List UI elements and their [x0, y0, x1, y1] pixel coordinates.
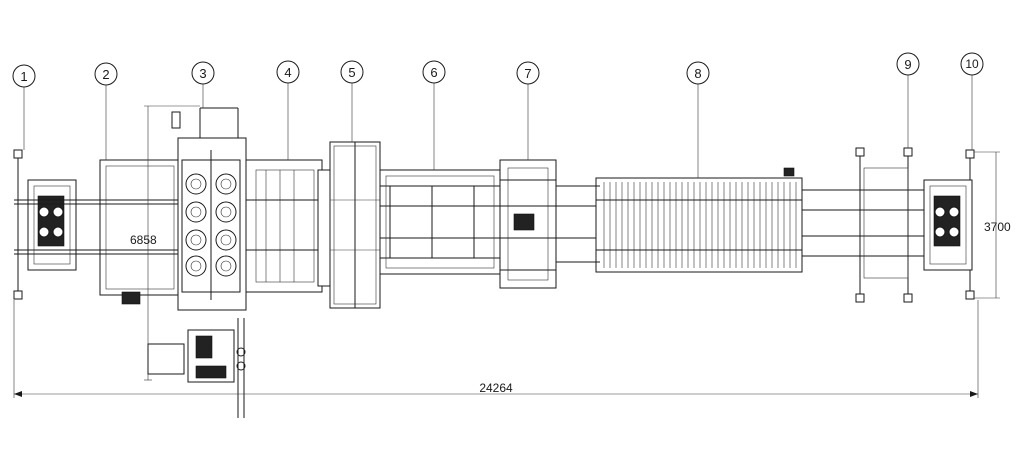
station-10-unloader [923, 149, 1000, 300]
roller-set [185, 173, 237, 277]
station-2-frame [99, 105, 200, 381]
station-6-transfer [379, 169, 501, 275]
balloon-label-7: 7 [524, 66, 531, 81]
balloon-label-5: 5 [348, 65, 355, 80]
dim-height: 6858 [130, 233, 157, 247]
balloon-9: 9 [896, 52, 920, 148]
dim-width: 3700 [984, 220, 1011, 234]
balloon-1: 1 [12, 64, 36, 150]
station-9-exit-table [802, 147, 930, 303]
station-7-gantry [499, 159, 600, 289]
station-8-conveyor [556, 167, 803, 273]
station-4-straightener [245, 159, 331, 293]
balloon-5: 5 [340, 60, 364, 142]
balloon-label-10: 10 [965, 57, 979, 71]
balloon-label-3: 3 [199, 66, 206, 81]
balloon-label-1: 1 [20, 69, 27, 84]
balloon-7: 7 [516, 61, 540, 160]
balloon-4: 4 [276, 60, 300, 160]
total-length-dimension [13, 300, 979, 398]
balloon-8: 8 [686, 61, 710, 178]
station-5-cutter [329, 141, 381, 309]
balloon-label-8: 8 [694, 66, 701, 81]
dim-total-length: 24264 [479, 381, 513, 395]
balloon-3: 3 [191, 61, 215, 108]
balloon-label-4: 4 [284, 65, 291, 80]
balloon-2: 2 [94, 62, 118, 160]
balloon-6: 6 [422, 60, 446, 170]
balloon-10: 10 [960, 52, 984, 150]
station-balloons: 1 2 3 4 5 6 7 [12, 52, 984, 178]
balloon-label-6: 6 [430, 65, 437, 80]
balloon-label-9: 9 [904, 57, 911, 72]
station-1-loader [13, 149, 100, 300]
balloon-label-2: 2 [102, 67, 109, 82]
station-3-rollers [147, 107, 247, 418]
conveyor-slats [603, 182, 797, 268]
